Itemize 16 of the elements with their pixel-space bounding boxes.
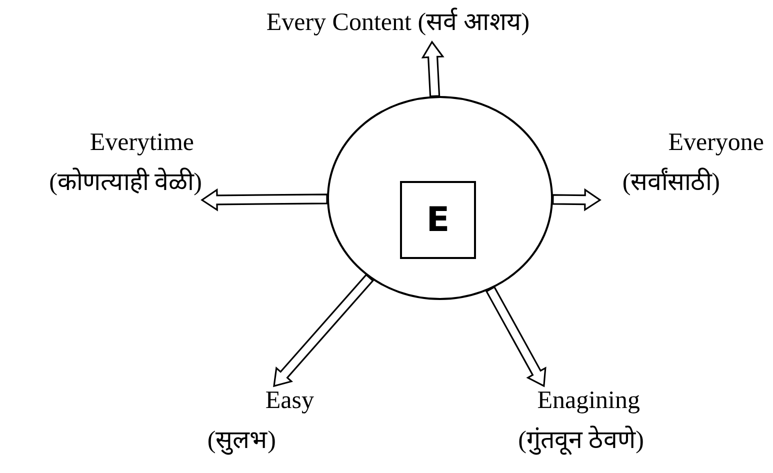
node-label: Everyone [668,128,765,158]
block-arrow [421,40,444,98]
block-arrow [552,188,602,212]
node-label: (गुंतवून ठेवणे) [518,426,644,456]
letter-box: E [400,181,476,259]
ellipse-shape [327,96,553,300]
node-label: (सर्वांसाठी) [622,168,721,198]
block-arrow [200,188,328,212]
block-arrow [485,286,546,388]
node-label: Everytime [90,128,195,158]
node-label: (कोणत्याही वेळी) [49,168,202,198]
node-label: Easy [265,386,315,416]
node-label: Every Content (सर्व आशय) [266,8,530,38]
node-label: Enagining [537,386,641,416]
node-label: (सुलभ) [207,426,277,456]
block-arrow [273,274,374,388]
